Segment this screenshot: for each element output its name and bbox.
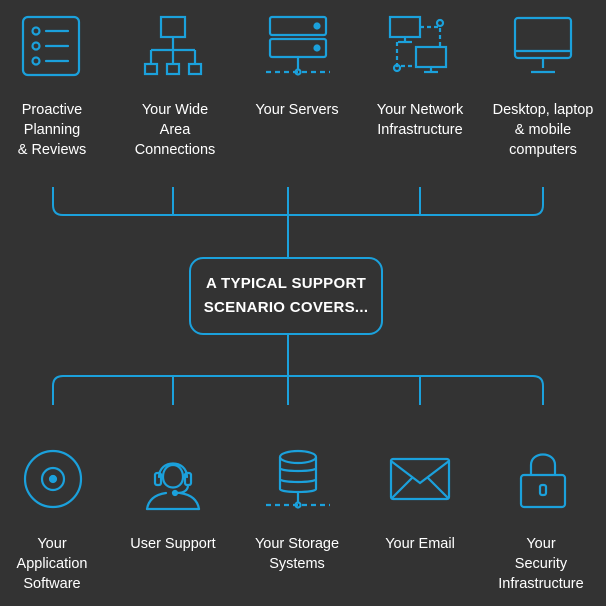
label-storage-systems: Your Storage Systems (254, 536, 340, 572)
label-network-infrastructure: Your Network Infrastructure (376, 102, 464, 138)
label-servers: Your Servers (255, 102, 339, 118)
monitor-icon (513, 16, 573, 74)
label-email: Your Email (385, 536, 455, 552)
label-security-infrastructure: Your Security Infrastructure (498, 536, 584, 592)
disc-icon (23, 449, 83, 509)
bottom-bracket (52, 375, 544, 405)
connected-computers-icon (388, 15, 448, 74)
headset-user-icon (145, 462, 201, 511)
top-bracket (52, 187, 544, 216)
label-application-software: Your Application Software (16, 536, 88, 592)
padlock-icon (519, 453, 567, 509)
network-hierarchy-icon (143, 15, 203, 76)
checklist-icon (21, 15, 81, 77)
server-rack-icon (266, 15, 330, 76)
envelope-icon (389, 457, 451, 501)
label-wide-area-connections: Your Wide Area Connections (134, 102, 216, 158)
label-user-support: User Support (130, 536, 216, 552)
database-icon (266, 449, 330, 509)
label-proactive-planning: Proactive Planning & Reviews (17, 102, 87, 158)
center-summary-box: A TYPICAL SUPPORT SCENARIO COVERS... (189, 257, 383, 335)
label-desktop-laptop-mobile: Desktop, laptop & mobile computers (492, 102, 594, 158)
